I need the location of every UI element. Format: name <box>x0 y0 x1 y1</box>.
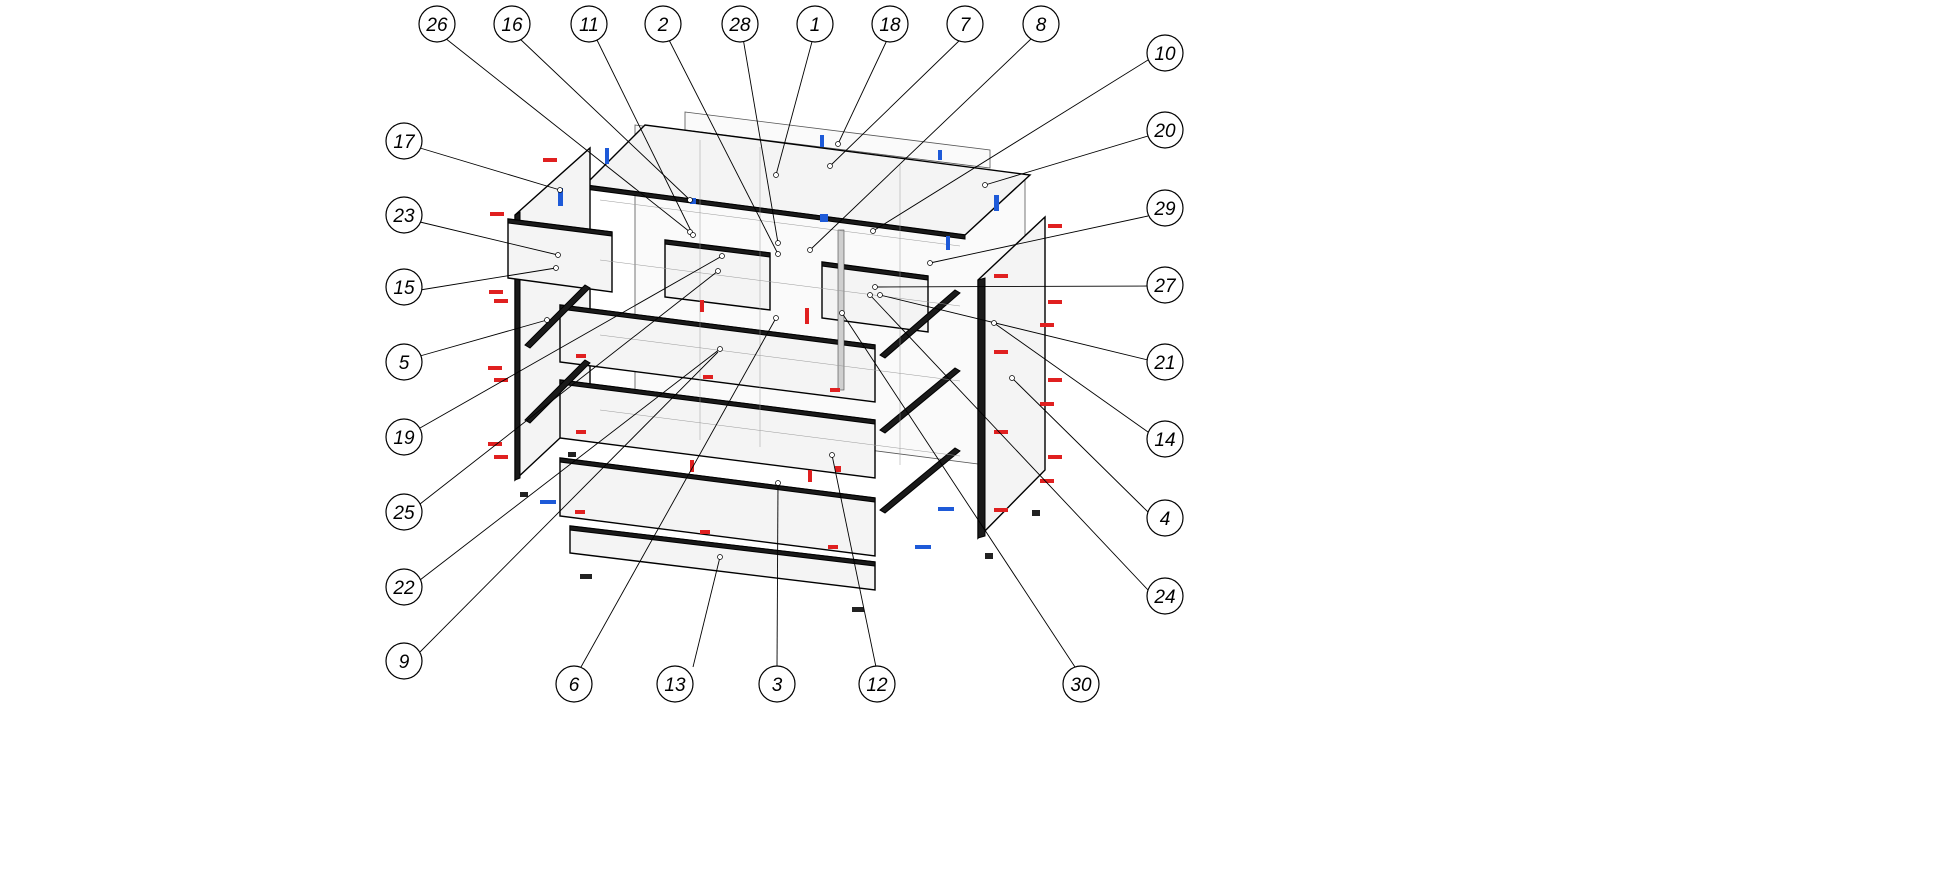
callout-18: 18 <box>871 5 909 43</box>
callout-10: 10 <box>1146 34 1184 72</box>
callout-3: 3 <box>758 665 796 703</box>
callout-label: 23 <box>392 206 415 227</box>
callout-label: 3 <box>772 675 783 696</box>
construction-lines <box>599 140 961 465</box>
callout-21: 21 <box>1146 343 1184 381</box>
callout-label: 26 <box>425 15 448 36</box>
red-fasteners <box>488 158 1062 549</box>
callout-label: 10 <box>1154 44 1176 65</box>
callout-17: 17 <box>385 122 423 160</box>
callout-2: 2 <box>644 5 682 43</box>
callout-9: 9 <box>385 642 423 680</box>
callout-28: 28 <box>721 5 759 43</box>
callout-5: 5 <box>385 343 423 381</box>
callout-30: 30 <box>1062 665 1100 703</box>
exploded-assembly-diagram: 26 16 11 2 28 1 18 7 8 10 17 20 23 29 15… <box>385 5 1184 703</box>
callout-label: 24 <box>1153 587 1175 608</box>
large-drawer-front-2 <box>559 379 876 479</box>
callout-label: 18 <box>879 15 901 36</box>
hardware-parts <box>520 452 1040 612</box>
callout-label: 30 <box>1070 675 1092 696</box>
callout-label: 13 <box>664 675 686 696</box>
callout-label: 6 <box>569 675 580 696</box>
callout-24: 24 <box>1146 577 1184 615</box>
callout-label: 9 <box>399 652 410 673</box>
callout-27: 27 <box>1146 266 1184 304</box>
callout-label: 12 <box>866 675 888 696</box>
callout-label: 19 <box>393 428 415 449</box>
callout-label: 22 <box>392 578 415 599</box>
large-drawer-front-3 <box>559 457 876 557</box>
callout-15: 15 <box>385 268 423 306</box>
callout-1: 1 <box>796 5 834 43</box>
callout-label: 25 <box>392 503 415 524</box>
callout-19: 19 <box>385 418 423 456</box>
blue-fasteners <box>540 135 999 549</box>
callout-label: 5 <box>399 353 410 374</box>
callout-4: 4 <box>1146 499 1184 537</box>
center-divider <box>837 229 845 391</box>
callout-label: 14 <box>1154 430 1175 451</box>
callout-6: 6 <box>555 665 593 703</box>
callout-label: 28 <box>728 15 751 36</box>
callout-label: 2 <box>657 15 669 36</box>
callout-label: 27 <box>1153 276 1177 297</box>
callout-label: 16 <box>501 15 523 36</box>
callout-label: 8 <box>1036 15 1047 36</box>
dresser-drawing <box>488 111 1062 612</box>
callout-label: 7 <box>960 15 972 36</box>
callout-12: 12 <box>858 665 896 703</box>
callout-14: 14 <box>1146 420 1184 458</box>
callout-29: 29 <box>1146 189 1184 227</box>
callout-label: 1 <box>810 15 821 36</box>
callout-bubbles: 26 16 11 2 28 1 18 7 8 10 17 20 23 29 15… <box>385 5 1184 703</box>
callout-label: 20 <box>1153 121 1176 142</box>
callout-26: 26 <box>418 5 456 43</box>
leader-lines <box>419 37 1149 668</box>
callout-16: 16 <box>493 5 531 43</box>
callout-label: 21 <box>1153 353 1175 374</box>
callout-13: 13 <box>656 665 694 703</box>
small-drawer-front-right <box>821 261 929 333</box>
anchor-points <box>544 141 1015 560</box>
callout-20: 20 <box>1146 111 1184 149</box>
callout-8: 8 <box>1022 5 1060 43</box>
callout-22: 22 <box>385 568 423 606</box>
callout-label: 29 <box>1153 199 1176 220</box>
callout-25: 25 <box>385 493 423 531</box>
callout-label: 15 <box>393 278 415 299</box>
callout-label: 4 <box>1160 509 1171 530</box>
callout-7: 7 <box>946 5 984 43</box>
callout-label: 17 <box>393 132 416 153</box>
callout-11: 11 <box>570 5 608 43</box>
callout-label: 11 <box>579 15 599 36</box>
large-drawer-front-1 <box>559 304 876 403</box>
callout-23: 23 <box>385 196 423 234</box>
